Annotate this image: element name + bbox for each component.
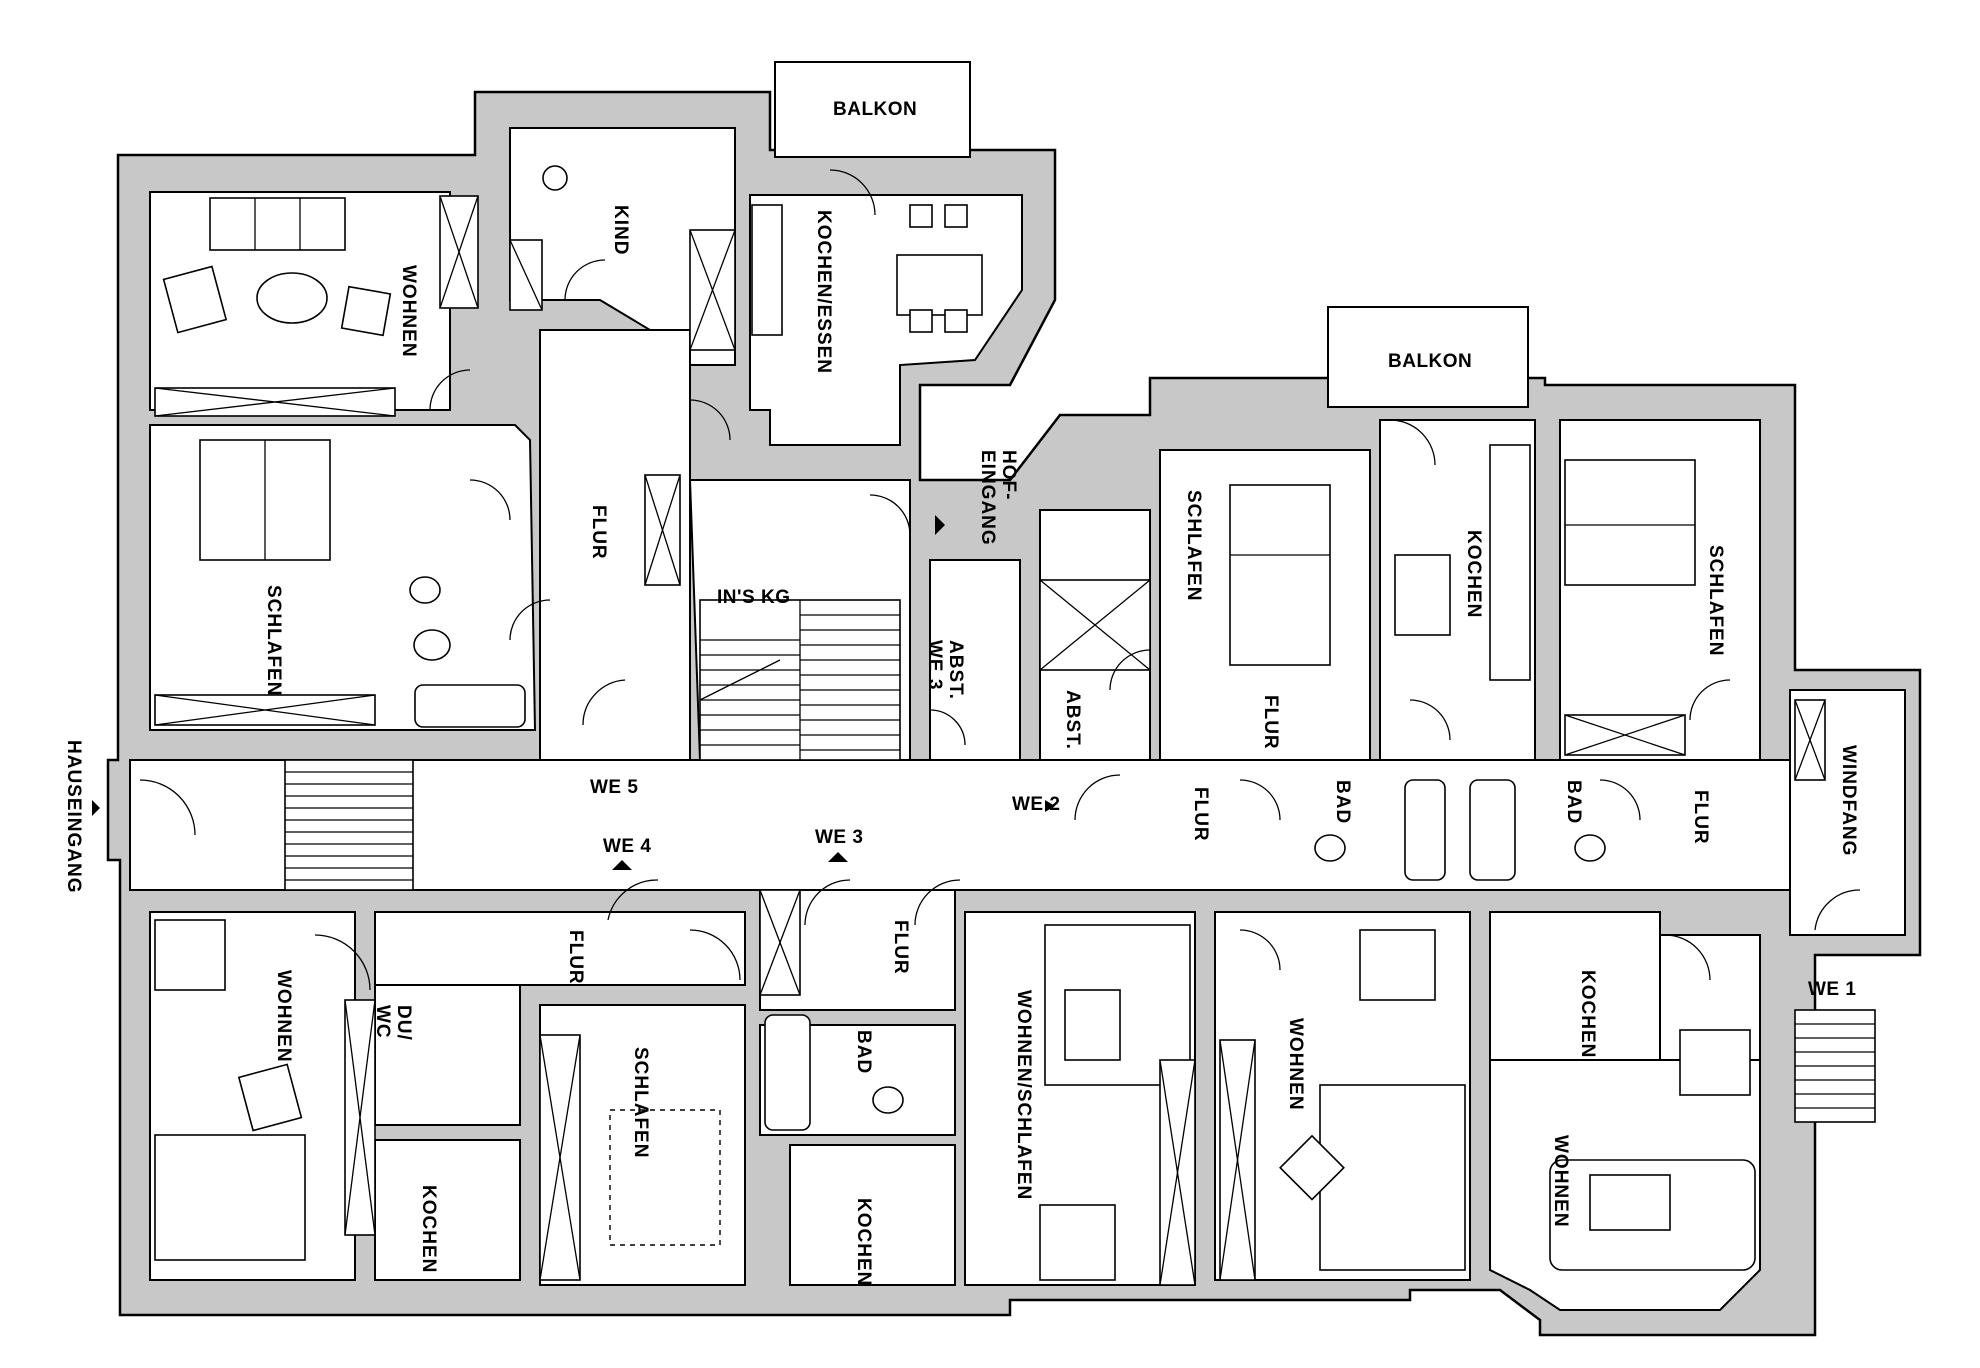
room-label-bad-2: BAD [1563, 780, 1584, 824]
room-label-du-wc: DU/WC [372, 1005, 414, 1041]
arrow-hof [935, 515, 945, 535]
room-label-flur-we1: FLUR [1690, 790, 1711, 845]
room-label-wohnen-schlafen: WOHNEN/SCHLAFEN [1013, 990, 1034, 1200]
room-label-abst-we3: ABST.WE 3 [924, 640, 966, 700]
room-label-schlafen-nw: SCHLAFEN [263, 585, 284, 696]
room-label-flur-we4: FLUR [565, 930, 586, 985]
room-label-balkon-right: BALKON [1388, 351, 1472, 372]
room-label-wohnen-sw: WOHNEN [273, 970, 294, 1063]
stairs-main [284, 759, 414, 891]
room-label-kochen-se: KOCHEN [1577, 970, 1598, 1058]
room-label-kochen-mid: KOCHEN [1463, 530, 1484, 618]
room-label-flur-mid: FLUR [1260, 695, 1281, 750]
balcony-right [1327, 306, 1529, 408]
room-label-ins-kg: IN'S KG [717, 587, 790, 608]
room-label-flur-we5: FLUR [588, 505, 609, 560]
room-label-bad-1: BAD [1332, 780, 1353, 824]
room-label-bad-we3: BAD [853, 1030, 874, 1074]
unit-label-we5: WE 5 [590, 777, 638, 798]
room-label-hof-eingang: HOF-EINGANG [977, 450, 1019, 546]
room-label-kochen-essen: KOCHEN/ESSEN [813, 210, 834, 374]
room-label-windfang: WINDFANG [1838, 745, 1859, 856]
unit-label-we1: WE 1 [1808, 979, 1856, 1000]
stairs-cellar [699, 599, 901, 761]
unit-label-we2: WE 2 [1012, 794, 1060, 815]
unit-label-we3: WE 3 [815, 827, 863, 848]
room-label-abst: ABST. [1062, 690, 1083, 750]
room-label-wohnen-se: WOHNEN [1550, 1135, 1571, 1228]
arrow-hauseingang [92, 800, 100, 816]
room-label-schlafen-mid: SCHLAFEN [1183, 490, 1204, 601]
arrow-we4 [612, 860, 632, 870]
room-label-flur-we2: FLUR [1190, 787, 1211, 842]
room-labels: BALKON BALKON KIND KOCHEN/ESSEN WOHNEN S… [63, 99, 1859, 1286]
room-label-kind: KIND [610, 205, 631, 255]
room-label-kochen-we3: KOCHEN [853, 1198, 874, 1286]
room-label-flur-we3: FLUR [890, 920, 911, 975]
unit-label-we4: WE 4 [603, 836, 651, 857]
doors [139, 169, 1861, 991]
room-label-balkon-top: BALKON [833, 99, 917, 120]
stairs-we1 [1794, 1009, 1876, 1123]
unit-labels: WE 5 WE 4 WE 3 WE 2 WE 1 [92, 515, 1856, 1000]
room-label-kochen-sw: KOCHEN [418, 1185, 439, 1273]
arrow-we2 [1045, 800, 1055, 812]
room-label-wohnen-s: WOHNEN [1285, 1018, 1306, 1111]
room-label-schlafen-sw: SCHLAFEN [630, 1047, 651, 1158]
room-label-wohnen-nw: WOHNEN [398, 265, 419, 358]
room-label-schlafen-ne: SCHLAFEN [1705, 545, 1726, 656]
room-label-hauseingang: HAUSEINGANG [63, 740, 84, 894]
furniture [154, 165, 1826, 1286]
balcony-top [774, 61, 971, 158]
arrow-we3 [828, 852, 848, 862]
